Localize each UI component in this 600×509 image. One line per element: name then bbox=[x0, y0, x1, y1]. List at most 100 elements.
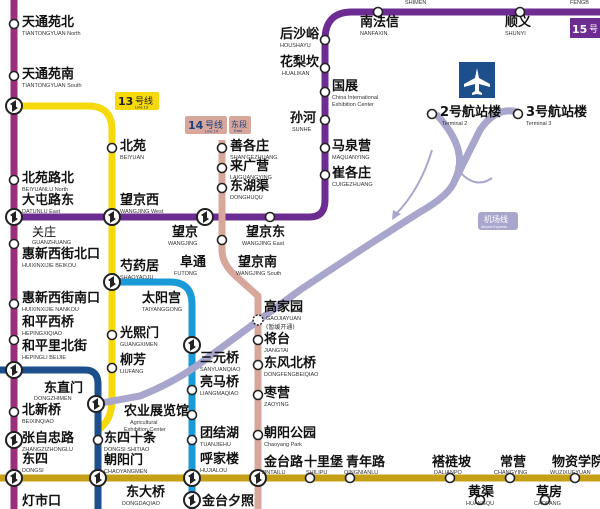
arrowhead-left-icon bbox=[392, 210, 401, 220]
st-terminal3-zh: 3号航站楼 bbox=[526, 104, 587, 120]
st-maquanying-en: MAQUANYING bbox=[332, 155, 370, 161]
st-nanfaxin-zh: 南法信 bbox=[360, 14, 399, 30]
st-dongzhimen-zh: 东直门 bbox=[44, 380, 83, 396]
st-sanyuanqiao-zh: 三元桥 bbox=[200, 350, 240, 366]
st-guozhan-en2: Exhibition Center bbox=[332, 102, 374, 108]
st-laiguangying-en: LAIGUANGYING bbox=[230, 175, 272, 181]
st-guanzhuang-en: GUANZHUANG bbox=[32, 240, 71, 246]
st-hualikan-en: HUALIKAN bbox=[282, 71, 310, 77]
st-shangezhuang-zh: 善各庄 bbox=[230, 138, 269, 154]
st-hepingli-beijie-zh: 和平里北街 bbox=[22, 338, 87, 354]
st-wuzixueyuan-zh: 物资学院 bbox=[552, 454, 600, 470]
st-wangjing-west-zh: 望京西 bbox=[120, 192, 159, 208]
st-changying-en: CHANGYING bbox=[494, 470, 527, 476]
st-donghuqu-en: DONGHUQU bbox=[230, 195, 263, 201]
st-chaoyang-park-zh: 朝阳公园 bbox=[264, 425, 316, 441]
st-hualikan-zh: 花梨坎 bbox=[280, 54, 319, 70]
st-guangximen-en: GUANGXIMEN bbox=[120, 342, 158, 348]
st-dalianpo-zh: 褡裢坡 bbox=[432, 454, 472, 470]
st-shangezhuang-en: SHAN'GEZHUANG bbox=[230, 155, 278, 161]
st-jiangtai-zh: 将台 bbox=[264, 331, 290, 347]
line15-badge-num: 15 bbox=[572, 23, 587, 36]
st-dongdaqiao-zh: 东大桥 bbox=[126, 484, 166, 500]
line15-badge-suffix: 号 bbox=[589, 24, 598, 35]
st-beixinqiao-en: BEIXINQIAO bbox=[22, 419, 55, 425]
st-nanfaxin-en: NANFAXIN bbox=[360, 31, 388, 37]
st-wuzixueyuan-en: WUZIXUEYUAN bbox=[550, 470, 591, 476]
st-caofang-en: CAOFANG bbox=[534, 501, 561, 507]
line13-track bbox=[14, 102, 116, 433]
st-liufang-en: LIUFANG bbox=[120, 369, 144, 375]
st-sunhe-en: SUNHE bbox=[292, 127, 312, 133]
st-shaoyaoju-en: SHAOYAOJU bbox=[120, 275, 154, 281]
line10-track bbox=[110, 278, 196, 509]
st-beiyuanlu-north-zh: 北苑路北 bbox=[22, 170, 74, 186]
st-tuanjiehu-en: TUANJIEHU bbox=[200, 442, 231, 448]
st-jiangtai-en: JIANGTAI bbox=[264, 348, 289, 354]
st-houshayu-zh: 后沙峪 bbox=[280, 26, 320, 42]
line2-track bbox=[0, 366, 102, 509]
line14-east-zh: 东段 bbox=[231, 119, 247, 129]
arrowhead-right-icon bbox=[455, 166, 463, 175]
st-qingnianlu-en: QINGNIANLU bbox=[344, 470, 378, 476]
line14-badge-suffix: 号线 bbox=[205, 119, 223, 131]
st-dongdaqiao-en: DONGDAQIAO bbox=[122, 501, 161, 507]
st-houshayu-en: HOUSHAYU bbox=[280, 43, 311, 49]
st-guozhan-en: China International bbox=[332, 95, 378, 101]
st-chaoyangmen-en: CHAOYANGMEN bbox=[104, 469, 147, 475]
line13-badge-en: Line 13 bbox=[135, 105, 149, 110]
airport-express-en: Airport Express bbox=[481, 225, 507, 229]
st-hepingli-beijie-en: HEPINGLI BEIJIE bbox=[22, 355, 66, 361]
st-wangjing-east-zh: 望京东 bbox=[246, 224, 285, 240]
st-guozhan-zh: 国展 bbox=[332, 79, 359, 94]
st-datunlu-east-zh: 大屯路东 bbox=[22, 192, 74, 208]
line14-track bbox=[218, 140, 262, 509]
st-cuigezhuang-en: CUIGEZHUANG bbox=[332, 182, 373, 188]
st-gaojiayuan-en: GAOJIAYUAN bbox=[266, 316, 301, 322]
st-agricultural-en: Agricultural bbox=[130, 420, 158, 426]
st-agricultural-en2: Exhibition Center bbox=[124, 427, 166, 433]
st-datunlu-east-en: DATUNLU East bbox=[22, 209, 61, 215]
st-zaoying-zh: 枣营 bbox=[263, 385, 290, 401]
line14-badge: 14 号线 Line 14 东段 East bbox=[185, 116, 251, 134]
st-hujialou-zh: 呼家楼 bbox=[200, 451, 239, 467]
st-shaoyaoju-zh: 芍药居 bbox=[120, 258, 159, 274]
st-tiantongyuan-north-zh: 天通苑北 bbox=[22, 14, 74, 30]
st-guanzhuang-zh: 关庄 bbox=[32, 224, 56, 239]
st-wangjing-south-zh: 望京南 bbox=[238, 254, 277, 270]
st-maquanying-zh: 马泉营 bbox=[332, 138, 371, 154]
st-dalianpo-en: DALIANPO bbox=[434, 470, 463, 476]
st-jintailu-en: JINTAILU bbox=[262, 470, 285, 476]
st-huixinxijie-nankou-en: HUIXINXIJIE NANKOU bbox=[22, 307, 79, 313]
st-zhangzizhonglu-zh: 张自忠路 bbox=[22, 430, 75, 446]
st-tiantongyuan-south-en: TIANTONGYUAN South bbox=[22, 83, 82, 89]
st-beiyuan-zh: 北苑 bbox=[120, 138, 146, 154]
st-huixinxijie-beikou-en: HUIXINXIJIE BEIKOU bbox=[22, 263, 76, 269]
line15-badge: 15 号 bbox=[570, 18, 600, 38]
st-huixinxijie-nankou-zh: 惠新西街南口 bbox=[22, 290, 100, 306]
st-futong-en: FUTONG bbox=[174, 271, 197, 277]
st-cuigezhuang-zh: 崔各庄 bbox=[332, 165, 371, 181]
line14-badge-num: 14 bbox=[188, 119, 204, 132]
gaojiayuan-dot-dashed bbox=[252, 314, 264, 326]
st-liangmaqiao-en: LIANGMAQIAO bbox=[200, 391, 239, 397]
airplane-icon bbox=[459, 62, 495, 98]
st-taiyanggong-en: TAIYANGGONG bbox=[142, 307, 182, 313]
st-wangjing-east-en: WANGJING East bbox=[242, 241, 284, 247]
airport-loop-arrow-left bbox=[394, 149, 433, 216]
st-sunhe-zh: 孙河 bbox=[290, 110, 316, 126]
st-beiyuanlu-north-en: BEIYUANLU North bbox=[22, 187, 68, 193]
st-dongfengbeiqiao-zh: 东风北桥 bbox=[264, 355, 317, 371]
st-shilipu-en: SHILIPU bbox=[306, 470, 327, 476]
top-partial-fengbo: FENGB bbox=[570, 0, 589, 6]
st-changying-zh: 常营 bbox=[500, 454, 526, 470]
st-donghuqu-zh: 东湖渠 bbox=[230, 178, 270, 194]
st-gaojiayuan-note: (暂缓开通) bbox=[266, 323, 295, 331]
st-terminal2-zh: 2号航站楼 bbox=[440, 104, 501, 120]
st-chaoyang-park-en: Chaoyang Park bbox=[264, 442, 302, 448]
airport-express-zh: 机场线 bbox=[484, 214, 508, 224]
st-wangjing-south-en: WANGJING South bbox=[236, 271, 281, 277]
line13-badge-num: 13 bbox=[118, 95, 133, 108]
line13-badge: 13 号线 Line 13 bbox=[115, 92, 159, 110]
st-hepingxiqiao-zh: 和平西桥 bbox=[22, 314, 75, 330]
